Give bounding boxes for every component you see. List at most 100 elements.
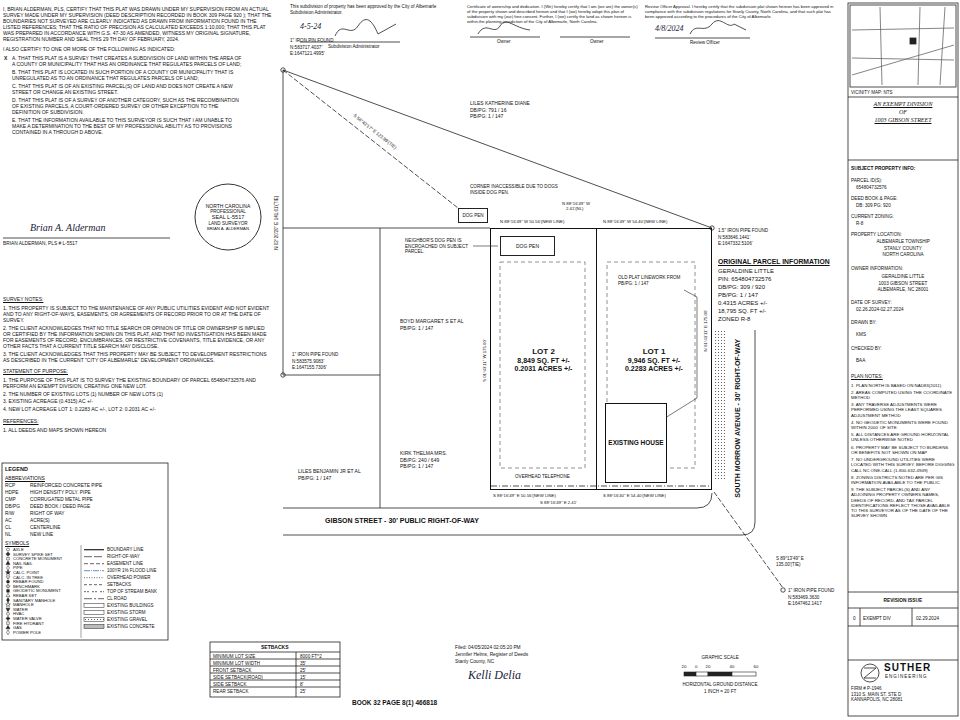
plat-label: 0 xyxy=(695,664,697,669)
legend-symbol xyxy=(7,557,10,560)
plat-label: ABBREVIATIONS xyxy=(5,475,45,481)
plat-label: 1. THE PURPOSE OF THIS PLAT IS TO SURVEY… xyxy=(3,377,271,389)
tie-line xyxy=(714,492,783,588)
plat-label: DEED BOOK & PAGE: xyxy=(851,196,898,202)
scale-bar xyxy=(732,672,756,676)
signature-scribble xyxy=(690,21,746,34)
node-text: 8,849 SQ. FT +/- xyxy=(517,357,569,365)
plat-label: BOOK 32 PAGE 8(1) 466818 xyxy=(352,699,437,707)
plat-label: 4. NO GEODETIC MONUMENTS WERE FOUND WITH… xyxy=(851,420,955,431)
plat-label: Owner xyxy=(497,39,511,45)
overhead-telephone-line xyxy=(491,486,711,487)
plat-label: 4-5-24 xyxy=(300,22,321,32)
plat-label: SIDE SETBACK(ROAD) xyxy=(213,675,263,681)
plat-label: Kelli Delia xyxy=(468,668,521,682)
plat-label: Subdivision Administrator xyxy=(328,44,380,50)
legend-symbol xyxy=(6,625,10,628)
plat-label: PB/PG: 1 / 147 xyxy=(718,292,758,299)
plat-label: 18,795 SQ. FT +/- xyxy=(718,308,766,315)
plat-label: 8000 FT^2 xyxy=(300,654,322,660)
plat-label: DEED BOOK / DEED PAGE xyxy=(30,504,90,510)
plat-label: ZONED R-8 xyxy=(718,316,750,323)
right-of-way-line xyxy=(283,493,712,508)
left-tables xyxy=(2,238,340,697)
plat-label: NL xyxy=(5,532,11,538)
plat-label: SYMBOLS xyxy=(5,540,29,546)
plat-label: 1. THIS PROPERTY IS SUBJECT TO THE MAINT… xyxy=(3,305,271,323)
plat-label: OWNER INFORMATION: xyxy=(851,266,903,272)
plat-label: Certificate of ownership and dedication.… xyxy=(467,4,639,24)
plat-label: 35' xyxy=(300,661,306,667)
plat-label: FRONT SETBACK xyxy=(213,668,251,674)
gravel-area xyxy=(715,330,727,480)
graphic-scale xyxy=(684,672,756,676)
legend-text: CONCRETE MONUMENT xyxy=(13,556,62,561)
plat-label: KIRK THELMA MRS. xyxy=(400,450,447,456)
legend-text: GAS xyxy=(13,625,22,630)
node-text: PROFESSIONAL xyxy=(210,209,246,215)
plat-label: MINIMUM LOT SIZE xyxy=(213,654,255,660)
plat-label: DB: 309 PG: 920 xyxy=(856,203,891,209)
plat-label: HORIZONTAL GROUND DISTANCE xyxy=(683,682,758,688)
plat-label: This subdivision of property has been ap… xyxy=(290,4,460,15)
divider-line xyxy=(848,626,958,627)
plat-label: R/W xyxy=(5,511,14,517)
legend-symbol xyxy=(6,570,11,575)
signature-line xyxy=(470,37,540,38)
plat-label: 1. PLAN NORTH IS BASED ON NAD83(2011) xyxy=(851,383,955,388)
plat-label: 25' xyxy=(300,668,306,674)
legend-symbol xyxy=(7,590,10,593)
plat-label: CENTERLINE xyxy=(30,525,60,531)
legend-text: EASEMENT LINE xyxy=(107,561,143,566)
scale-bar xyxy=(684,672,696,676)
plat-label: 02.29.2024 xyxy=(916,616,939,622)
setbacks-table xyxy=(210,642,340,697)
plat-label: N 88°16'49" W 50.56'(NEW LINE) xyxy=(500,219,564,224)
node-text: SEAL L-5517 xyxy=(212,214,245,221)
dog-pen-box: DOG PEN xyxy=(458,208,488,223)
plat-label: 4. NEW LOT ACREAGE LOT 1: 0.2283 AC +/-,… xyxy=(3,406,271,412)
plat-label: 1" IRON PIPE FOUND xyxy=(788,588,834,594)
plat-label: REFERENCES: xyxy=(3,418,39,424)
plat-label: D. THAT THIS PLAT IS OF A SURVEY OF ANOT… xyxy=(12,97,244,115)
plat-label: AN EXEMPT DIVISION xyxy=(874,101,933,108)
legend-line xyxy=(84,598,104,599)
plat-label: SIDE SETBACK xyxy=(213,682,246,688)
plat-label: 9. THE SUBJECT PARCEL(S) AND ANY ADJOINI… xyxy=(851,487,955,519)
plat-label: CMP xyxy=(5,497,16,503)
plat-label: E:1647121.4995' xyxy=(290,51,325,57)
plat-label: DB/PG: 240 / 649 xyxy=(400,457,439,463)
legend-symbol xyxy=(6,552,10,556)
legend-text: WATER VALVE xyxy=(13,616,42,621)
plat-label: X xyxy=(4,55,7,61)
table-rule xyxy=(912,608,913,626)
plat-label: DATE OF SURVEY: xyxy=(851,300,892,306)
plat-label: 60 xyxy=(754,664,759,669)
legend-sample xyxy=(84,611,104,615)
legend-text: 100YR 1% FLOOD LINE xyxy=(107,568,157,573)
legend-text: REBAR FOUND xyxy=(13,579,43,584)
plat-label: A. THAT THIS PLAT IS A SURVEY THAT CREAT… xyxy=(12,55,244,67)
adjoining-line xyxy=(283,228,490,229)
plat-label: N:583575.9083' xyxy=(292,359,324,365)
plat-label: STANLY COUNTY xyxy=(884,246,922,252)
plat-label: AC xyxy=(5,518,12,524)
plat-label: Stanly County, NC xyxy=(455,659,494,665)
node-text: LOT 2 xyxy=(532,347,555,357)
plat-label: SOUTH MORROW AVENUE - 30' RIGHT-OF-WAY xyxy=(734,339,742,498)
legend-symbol xyxy=(7,630,10,635)
vicinity-road xyxy=(852,7,954,85)
scale-bar xyxy=(696,672,708,676)
iron-pipe xyxy=(781,588,785,592)
plat-label: N:583646.1441' xyxy=(718,235,750,241)
lot-parcel: LOT 28,849 SQ. FT +/-0.2031 ACRES +/-DOG… xyxy=(490,228,597,490)
plat-label: 654804732576 xyxy=(856,185,887,191)
legend-symbol xyxy=(6,593,10,596)
plat-label: LILES BENJAMIN JR ET AL xyxy=(298,468,361,474)
title-block xyxy=(848,3,958,716)
plat-label: SUTHER xyxy=(884,662,931,674)
plat-label: DB/PG xyxy=(5,504,20,510)
right-of-way-line xyxy=(283,330,755,535)
plat-label: N 88°16'49" W 54.40'(NEW LINE) xyxy=(603,219,667,224)
